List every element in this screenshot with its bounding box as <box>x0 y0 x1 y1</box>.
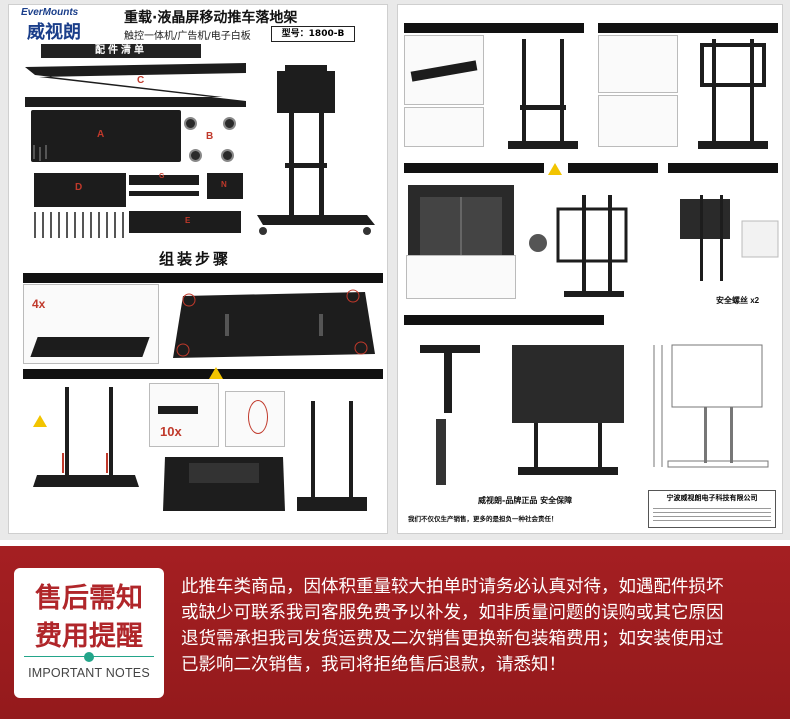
part-label-g: G <box>159 173 165 180</box>
part-frame-c <box>25 63 246 107</box>
notice-line: 已影响二次销售，我司将拒绝售后退款，请悉知！ <box>181 655 566 675</box>
step-2-stand-illustration <box>33 387 139 487</box>
warning-icon <box>548 163 562 175</box>
part-label-b: B <box>206 131 214 142</box>
step-2-base-illustration <box>163 457 285 511</box>
company-contact-lines <box>653 505 771 523</box>
notice-line: 此推车类商品，因体积重量较大拍单时请务必认真对待，如遇配件损坏 <box>181 577 724 597</box>
step-8-final-illustration <box>512 345 624 475</box>
caster-icon <box>184 117 197 130</box>
manual-page-right: 安全螺丝 x2 威视朗-品牌正品 安全保障 我们不仅仅生产销售，更多的是担负一种… <box>397 4 783 534</box>
part-bracket-d <box>34 173 126 207</box>
part-rail <box>129 191 199 196</box>
step-2-bar <box>23 369 383 379</box>
step-3-bar <box>404 23 584 33</box>
notice-line: 或缺少可联系我司客服免费予以补发，如非质量问题的误购或其它原因 <box>181 603 724 623</box>
part-label-d: D <box>75 182 83 193</box>
manual-image: EverMounts 威视朗 重载·液晶屏移动推车落地架 触控一体机/广告机/电… <box>0 0 790 540</box>
step-2-detail: 10x <box>149 383 219 447</box>
step-3-detail <box>404 35 484 105</box>
notice-badge: 售后需知 费用提醒 IMPORTANT NOTES <box>14 568 164 698</box>
step-6-bar <box>568 163 658 173</box>
safety-screws-label: 安全螺丝 x2 <box>716 296 760 305</box>
company-info: 宁波威视朗电子科技有限公司 <box>648 490 776 528</box>
step-2-closeup <box>225 391 285 447</box>
after-sales-notice: 售后需知 费用提醒 IMPORTANT NOTES 此推车类商品，因体积重量较大… <box>0 546 790 719</box>
company-name: 宁波威视朗电子科技有限公司 <box>666 494 758 502</box>
product-title: 重载·液晶屏移动推车落地架 <box>124 10 298 26</box>
step-4-detail <box>598 35 678 93</box>
step-5-bar <box>404 163 544 173</box>
bracket <box>410 60 478 82</box>
model-number: 型号：1800-B <box>271 26 355 42</box>
warning-icon <box>33 415 47 427</box>
step-3-stand-illustration <box>508 39 578 149</box>
step-2-result-illustration <box>297 401 367 511</box>
step-3-closeup <box>404 107 484 147</box>
base-plate <box>30 337 150 357</box>
step-1-bar <box>23 273 383 283</box>
part-label-c: C <box>137 75 145 86</box>
parts-heading: 配件清单 <box>41 44 201 58</box>
step-1-base-illustration <box>173 289 375 358</box>
part-label-n: N <box>221 180 227 189</box>
step-1-detail: 4x <box>23 284 159 364</box>
bracket <box>158 406 198 414</box>
brand-logo-en: EverMounts <box>21 7 79 18</box>
step-8-bracket-illustration <box>420 345 480 485</box>
screw-icon <box>45 145 47 159</box>
assembly-heading: 组装步骤 <box>159 250 232 268</box>
product-subtitle: 触控一体机/广告机/电子白板 <box>124 31 251 42</box>
hardware-set <box>34 212 124 238</box>
part-plate-a <box>31 110 181 162</box>
highlight-circle <box>248 400 268 434</box>
caster-icon <box>189 149 202 162</box>
footer-slogan: 威视朗-品牌正品 安全保障 <box>478 496 573 505</box>
step-2-quantity: 10x <box>160 424 182 439</box>
step-7-illustration <box>680 195 779 281</box>
step-5-note <box>406 255 516 299</box>
notice-text: 此推车类商品，因体积重量较大拍单时请务必认真对待，如遇配件损坏 或缺少可联系我司… <box>181 574 785 678</box>
caster-icon <box>221 149 234 162</box>
step-7-bar <box>668 163 778 173</box>
screw-icon <box>39 147 41 161</box>
part-label-e: E <box>185 216 191 225</box>
step-4-stand-illustration <box>698 39 768 149</box>
dimension-drawing <box>653 344 769 468</box>
step-4-bar <box>598 23 778 33</box>
part-rail-g <box>129 175 199 185</box>
warning-icon <box>209 367 223 379</box>
badge-english-label: IMPORTANT NOTES <box>28 666 150 680</box>
badge-dot-icon <box>84 652 94 662</box>
manual-page-left: EverMounts 威视朗 重载·液晶屏移动推车落地架 触控一体机/广告机/电… <box>8 4 388 534</box>
step-8-bar <box>404 315 604 325</box>
screw-icon <box>33 145 35 159</box>
part-label-a: A <box>97 129 105 140</box>
notice-line: 退货需承担我司发货运费及二次销售更换新包装箱费用；如安装使用过 <box>181 629 724 649</box>
step-1-quantity: 4x <box>32 297 46 311</box>
brand-logo-cn: 威视朗 <box>27 22 81 43</box>
assembled-stand-illustration <box>257 65 375 235</box>
step-4-closeup <box>598 95 678 147</box>
badge-title-line1: 售后需知 <box>35 583 143 614</box>
footer-tagline: 我们不仅仅生产销售，更多的是担负一种社会责任！ <box>408 515 558 523</box>
part-bracket-n <box>207 173 243 199</box>
caster-icon <box>223 117 236 130</box>
badge-title-line2: 费用提醒 <box>35 621 143 652</box>
part-bar-e <box>129 211 241 233</box>
step-6-illustration <box>529 195 628 297</box>
